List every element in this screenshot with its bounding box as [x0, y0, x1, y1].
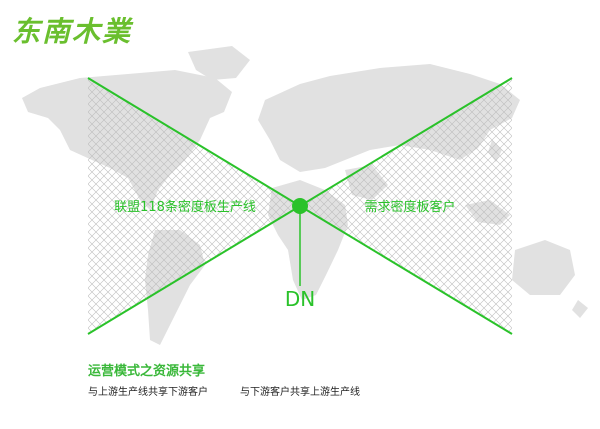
supply-label: 联盟118条密度板生产线 — [114, 200, 256, 215]
operation-mode-title: 运营模式之资源共享 — [88, 364, 206, 379]
hub-label: DN — [284, 287, 316, 311]
operation-mode-item-downstream: 与下游客户共享上游生产线 — [240, 387, 360, 398]
demand-label: 需求密度板客户 — [364, 200, 456, 215]
operation-mode-item-upstream: 与上游生产线共享下游客户 — [88, 387, 208, 398]
right-triangle-area — [300, 78, 512, 334]
left-triangle-area — [88, 78, 300, 334]
brand-logo: 东南木業 — [12, 15, 133, 48]
hub-node — [292, 198, 308, 214]
